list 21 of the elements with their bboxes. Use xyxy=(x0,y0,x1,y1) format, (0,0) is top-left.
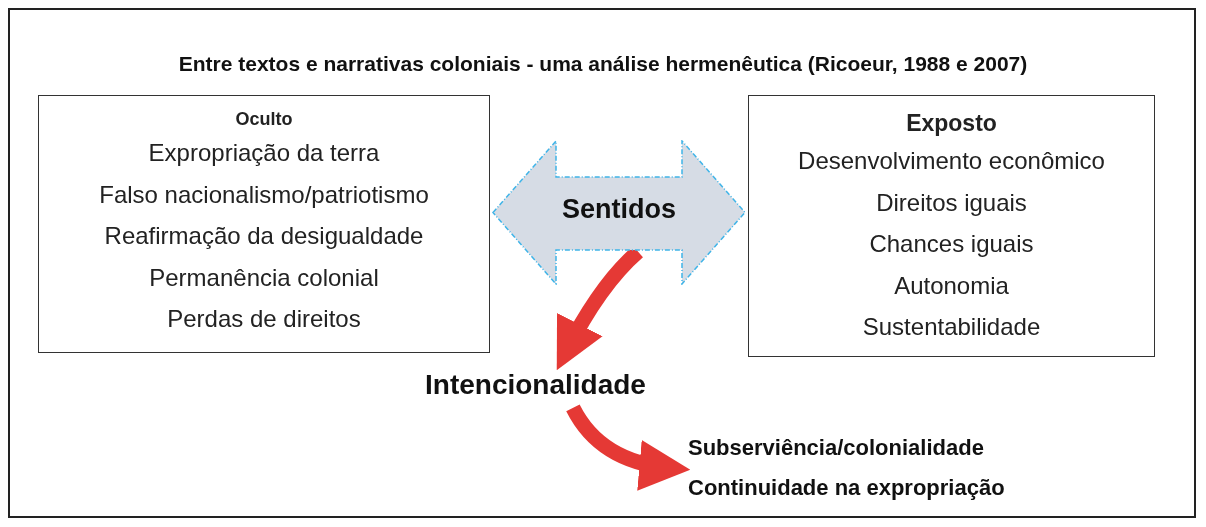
text-box xyxy=(748,95,1155,357)
text-line: Chances iguais xyxy=(869,229,1034,259)
text-line: Falso nacionalismo/patriotismo xyxy=(99,179,429,210)
text-line: Subserviência/colonialidade xyxy=(688,434,985,462)
text-line: Expropriação da terra xyxy=(148,138,380,168)
text-line: Perdas de direitos xyxy=(167,304,361,334)
box-heading: Oculto xyxy=(235,108,293,131)
text-line: Direitos iguais xyxy=(876,187,1027,218)
curved-arrow xyxy=(566,404,691,490)
box-heading: Exposto xyxy=(906,109,997,138)
text-line: Continuidade na expropriação xyxy=(688,474,1006,502)
text-line: Intencionalidade xyxy=(425,368,647,402)
text-line: Sustentabilidade xyxy=(862,312,1041,342)
title: Entre textos e narrativas coloniais - uma análise hermenêutica (Ricoeur, 1988 e 2007) xyxy=(177,52,1029,76)
arrow-label: Sentidos xyxy=(561,194,677,225)
double-arrow-shape xyxy=(492,140,746,285)
text-line: Desenvolvimento econômico xyxy=(798,146,1105,176)
text-line: Reafirmação da desigualdade xyxy=(104,221,424,251)
text-box xyxy=(38,95,490,353)
text-line: Permanência colonial xyxy=(149,262,379,293)
text-line: Autonomia xyxy=(894,270,1009,301)
